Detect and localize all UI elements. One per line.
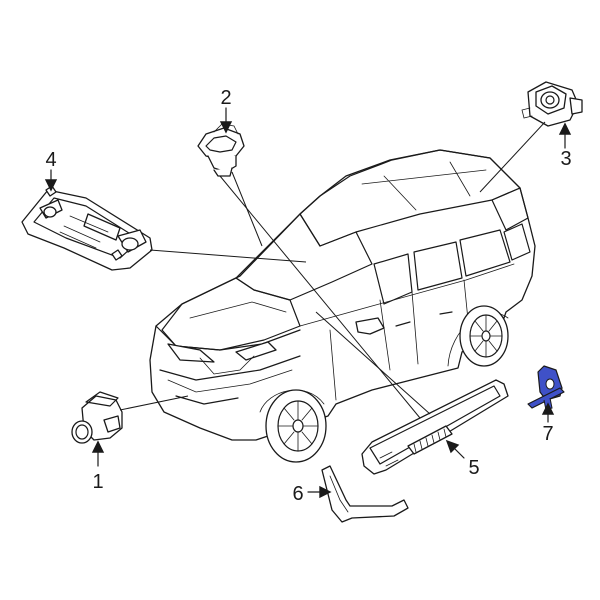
callout-3: 3 <box>560 148 571 170</box>
callout-5: 5 <box>468 457 479 479</box>
part-6-bracket <box>321 465 409 523</box>
part-7-sensor-highlighted <box>527 365 565 411</box>
arrow-6-head <box>319 485 332 499</box>
callout-1: 1 <box>92 471 103 493</box>
leader-2b <box>219 175 421 419</box>
callout-7: 7 <box>542 423 553 445</box>
leader-lines <box>119 121 546 419</box>
arrow-4-head <box>44 179 58 192</box>
callout-6: 6 <box>292 483 303 505</box>
callout-4: 4 <box>45 149 56 171</box>
part-1-parking-sensor <box>71 391 123 444</box>
rear-wheel <box>459 305 509 367</box>
arrow-1-head <box>91 440 105 453</box>
part-2-roof-sensor <box>197 123 245 177</box>
leader-1 <box>119 395 189 411</box>
arrow-2-head <box>219 121 233 134</box>
arrow-3-head <box>558 122 572 135</box>
callout-labels: 1 2 3 4 5 6 7 <box>45 87 571 505</box>
leader-3 <box>479 121 546 193</box>
part-4-light-module <box>21 185 153 271</box>
callout-arrows <box>44 107 572 499</box>
vehicle-outline <box>149 149 536 441</box>
front-wheel <box>265 389 327 463</box>
arrow-7-head <box>541 402 555 415</box>
leader-5 <box>315 311 431 415</box>
part-3-rear-sensor <box>521 81 583 127</box>
leader-4 <box>149 249 307 263</box>
arrow-5-head <box>445 439 460 454</box>
callout-2: 2 <box>220 87 231 109</box>
part-5-side-module <box>361 379 509 475</box>
